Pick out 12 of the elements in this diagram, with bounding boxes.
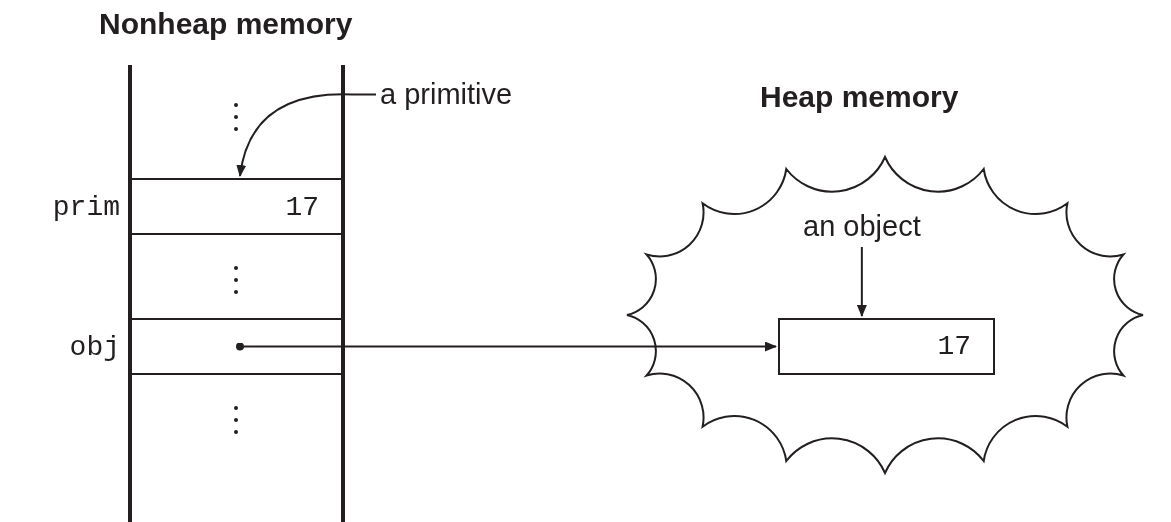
object-box — [778, 318, 995, 375]
section-heading: Heap memory — [760, 80, 959, 114]
callout-text: a primitive — [380, 78, 513, 111]
cell-value: 17 — [285, 192, 319, 223]
arrow — [236, 341, 777, 352]
variable-name: prim — [52, 192, 120, 223]
section-heading: Nonheap memory — [99, 7, 353, 41]
variable-name: obj — [69, 332, 120, 363]
arrow — [236, 93, 377, 177]
arrow — [856, 246, 867, 317]
field-value: 17 — [937, 331, 971, 362]
callout-text: an object — [803, 210, 921, 243]
